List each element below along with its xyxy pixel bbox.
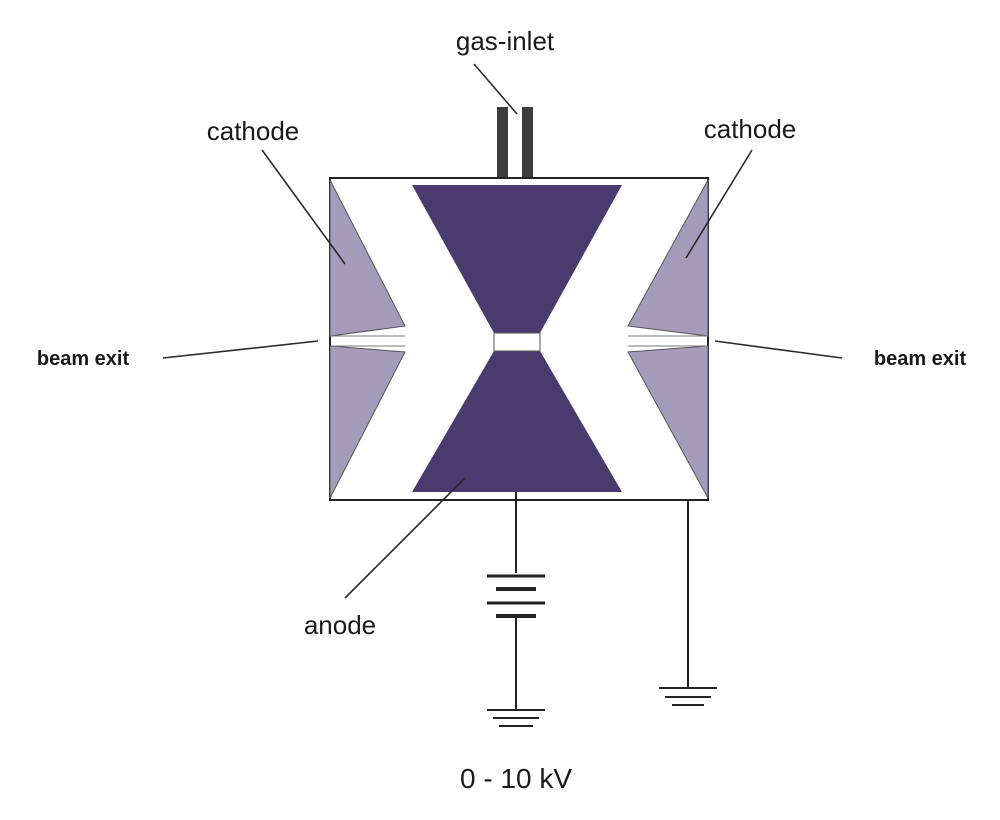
cathode-left-upper	[329, 179, 406, 337]
label-beam-exit-right: beam exit	[874, 348, 967, 370]
leader-anode	[344, 477, 466, 599]
anode-lower	[412, 351, 622, 492]
label-anode: anode	[304, 610, 376, 640]
cathode-right-upper	[627, 179, 709, 337]
ground-symbol-anode	[487, 709, 545, 727]
label-gas-inlet: gas-inlet	[456, 26, 555, 56]
anode-gap	[493, 332, 541, 352]
leader-gas-inlet	[473, 63, 518, 115]
label-voltage: 0 - 10 kV	[460, 763, 572, 794]
anode-upper	[412, 185, 622, 333]
leader-cathode-left	[261, 149, 346, 265]
cathode-right-lower	[627, 345, 709, 499]
gas-inlet-tube	[497, 107, 533, 179]
label-beam-exit-left: beam exit	[37, 348, 130, 370]
label-cathode-left: cathode	[207, 116, 300, 146]
leader-beam-exit-right	[714, 340, 843, 359]
ground-symbol-cathode	[659, 687, 717, 706]
leader-beam-exit-left	[162, 340, 319, 359]
cathode-left-lower	[329, 345, 406, 499]
leader-cathode-right	[685, 149, 753, 259]
label-cathode-right: cathode	[704, 114, 797, 144]
battery-symbol	[487, 574, 545, 618]
